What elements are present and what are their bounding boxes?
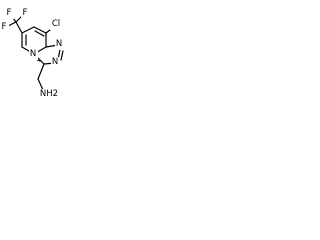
atom-cl: Cl: [52, 19, 60, 29]
bond-c6-c7: [21, 26, 35, 34]
atom-n4: N: [30, 49, 36, 59]
bond-n1-n2-inner: [60, 50, 64, 61]
atom-nh2: NH2: [40, 89, 58, 99]
atom-f3: F: [23, 8, 28, 18]
atom-f2: F: [2, 22, 7, 32]
structure-diagram: F F F Cl N N N NH2: [0, 8, 64, 100]
atom-n2: N: [52, 57, 58, 67]
atom-labels: F F F Cl N N N NH2: [0, 8, 64, 100]
atom-f1: F: [7, 8, 12, 18]
bond-cf3-ring: [15, 21, 23, 34]
bond-c7-c8: [33, 26, 47, 34]
bond-c7-c8-inner: [34, 30, 45, 37]
bond-c3-ch2: [37, 63, 45, 80]
atom-n1: N: [56, 39, 62, 49]
